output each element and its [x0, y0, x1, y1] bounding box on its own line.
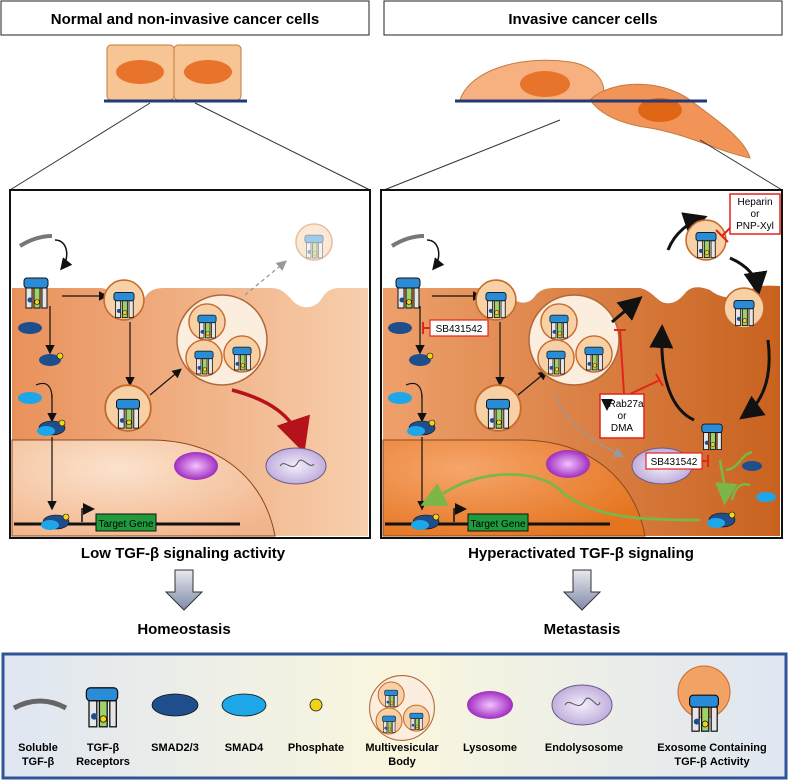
heparin-inhibitor: Heparin or PNP-Xyl — [715, 193, 781, 243]
sb431542-bottom-label: SB431542 — [651, 457, 698, 468]
legend-label-endolysosome: Endolysosome — [545, 742, 623, 754]
endolysosome-icon — [551, 684, 613, 726]
phosphate-icon — [309, 698, 323, 712]
heparin-label: Heparin — [737, 197, 772, 208]
right-caption: Hyperactivated TGF-β signaling — [468, 545, 694, 562]
tgfb-receptor-icon — [85, 687, 119, 728]
pnp-xyl-label: PNP-Xyl — [736, 221, 774, 232]
legend-label-smad23: SMAD2/3 — [151, 742, 199, 754]
legend-label-soluble-2: TGF-β — [22, 756, 55, 768]
left-down-arrow — [164, 569, 204, 611]
legend-label-soluble-1: Soluble — [18, 742, 58, 754]
sb431542-top-label: SB431542 — [436, 324, 483, 335]
legend-label-mvb-1: Multivesicular — [365, 742, 439, 754]
dma-label: DMA — [611, 423, 634, 434]
legend-label-exosome-1: Exosome Containing — [657, 742, 766, 754]
left-outcome: Homeostasis — [137, 621, 230, 638]
legend-label-receptor-2: Receptors — [76, 756, 130, 768]
rab27a-or-label: or — [618, 411, 628, 422]
legend: Soluble TGF-β TGF-β Receptors SMAD2/3 SM… — [1, 652, 788, 780]
header-right: Invasive cancer cells — [383, 0, 783, 36]
lysosome-icon — [467, 691, 513, 719]
exosome-icon — [677, 665, 731, 732]
right-target-gene-label: Target Gene — [470, 519, 525, 530]
normal-cells-illustration — [104, 44, 247, 103]
legend-label-smad4: SMAD4 — [225, 742, 264, 754]
legend-label-exosome-2: TGF-β Activity — [674, 756, 750, 768]
rab27a-label: Rab27a — [608, 399, 643, 410]
invasive-cells-illustration — [455, 59, 751, 159]
header-right-text: Invasive cancer cells — [508, 11, 657, 28]
header-left: Normal and non-invasive cancer cells — [0, 0, 370, 36]
right-down-arrow — [562, 569, 602, 611]
heparin-or-label: or — [751, 209, 761, 220]
smad4-icon — [221, 693, 267, 717]
left-panel: Target Gene — [9, 189, 371, 539]
rab27a-dma-inhibitor: Rab27a or DMA — [599, 329, 664, 439]
legend-label-phosphate: Phosphate — [288, 742, 344, 754]
multivesicular-body-icon — [370, 676, 435, 741]
right-outcome: Metastasis — [544, 621, 621, 638]
sb431542-bottom-inhibitor: SB431542 — [645, 452, 709, 470]
legend-label-mvb-2: Body — [388, 756, 416, 768]
left-caption: Low TGF-β signaling activity — [81, 545, 286, 562]
legend-label-receptor-1: TGF-β — [87, 742, 120, 754]
right-panel: Target Gene SB431542 — [380, 189, 783, 539]
soluble-tgfb-icon — [12, 698, 68, 711]
header-left-text: Normal and non-invasive cancer cells — [51, 11, 319, 28]
left-target-gene-label: Target Gene — [98, 519, 153, 530]
legend-label-lysosome: Lysosome — [463, 742, 517, 754]
smad23-icon — [151, 693, 199, 717]
sb431542-top-inhibitor: SB431542 — [422, 319, 489, 337]
